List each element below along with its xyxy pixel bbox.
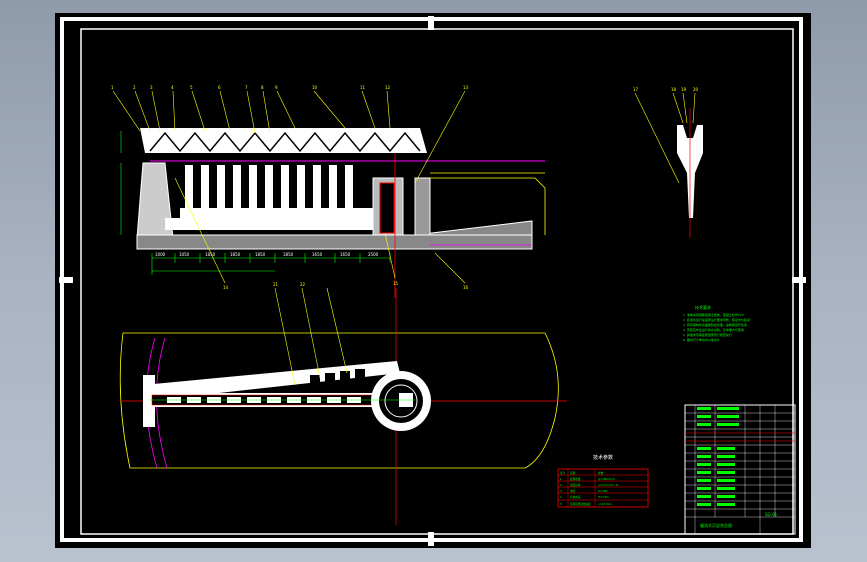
tech-req-line: 6. 图中尺寸单位均以毫米计 bbox=[683, 337, 720, 342]
dim-label: 1650 bbox=[312, 252, 323, 257]
param-cell: q=1.0m³/(m²·h) bbox=[598, 483, 618, 487]
param-table-title: 技术参数 bbox=[593, 454, 613, 461]
param-cell: 5 bbox=[560, 502, 562, 506]
param-cell: 2 bbox=[560, 483, 562, 487]
part-number: 11 bbox=[360, 85, 366, 90]
dim-label: 1850 bbox=[205, 252, 216, 257]
part-number: 17 bbox=[633, 87, 639, 92]
title-block: 辐流式沉淀池总图 SG-01 bbox=[684, 404, 796, 535]
dim-label: 1000 bbox=[155, 252, 166, 257]
param-cell: v=2m/min bbox=[598, 502, 612, 506]
part-number: 8 bbox=[261, 85, 264, 90]
part-number: 13 bbox=[463, 85, 469, 90]
tech-req-line: 3. 所有钢构件表面做防腐处理，涂刷两道环氧漆 bbox=[683, 322, 747, 327]
param-cell: 名称 bbox=[570, 471, 576, 475]
part-number: 6 bbox=[218, 85, 221, 90]
param-cell: D=18m bbox=[598, 489, 608, 493]
part-number: 4 bbox=[171, 85, 174, 90]
tech-req-line: 5. 其他未尽事宜按国家现行规范执行 bbox=[683, 332, 732, 337]
drawing-viewport[interactable]: 1000 1050 1850 1850 1850 1850 1650 1650 … bbox=[55, 13, 811, 548]
part-number: 5 bbox=[190, 85, 193, 90]
tech-req-title: 技术要求 bbox=[695, 304, 711, 310]
detail-view: 17 18 19 20 bbox=[633, 87, 703, 238]
part-number: 9 bbox=[275, 85, 278, 90]
part-number: 19 bbox=[681, 87, 687, 92]
param-cell: 表面负荷 bbox=[570, 483, 581, 487]
part-number: 2 bbox=[133, 85, 136, 90]
part-number: 1 bbox=[111, 85, 114, 90]
tech-req-line: 4. 安装完毕后进行满水试验，无渗漏方可使用 bbox=[683, 327, 744, 332]
leader-lines bbox=[112, 90, 466, 284]
tech-requirements-notes: 技术要求 1. 池体采用钢筋混凝土结构，混凝土标号C25 2. 刮泥机运行速度按… bbox=[683, 304, 750, 342]
part-number: 14 bbox=[223, 285, 229, 290]
part-number: 12 bbox=[385, 85, 391, 90]
part-number: 21 bbox=[273, 282, 279, 287]
dim-label: 1050 bbox=[179, 252, 190, 257]
parameter-table: 技术参数 序号 名称 参数 1 处理水量 Q=5000m³/d 2 表面负荷 q… bbox=[557, 454, 649, 508]
param-cell: 参数 bbox=[598, 471, 604, 475]
title-block-number: SG-01 bbox=[765, 512, 778, 517]
dim-label: 1850 bbox=[283, 252, 294, 257]
dim-label: 1850 bbox=[255, 252, 266, 257]
part-number: 20 bbox=[693, 87, 699, 92]
param-cell: 有效水深 bbox=[570, 495, 581, 499]
param-cell: 序号 bbox=[560, 471, 566, 475]
sheet-frame bbox=[59, 16, 806, 546]
part-number: 10 bbox=[312, 85, 318, 90]
part-number: 3 bbox=[150, 85, 153, 90]
param-cell: 3 bbox=[560, 489, 562, 493]
part-number: 15 bbox=[393, 281, 399, 286]
title-block-name: 辐流式沉淀池总图 bbox=[700, 522, 732, 528]
param-cell: 处理水量 bbox=[570, 477, 581, 481]
param-cell: Q=5000m³/d bbox=[598, 477, 615, 481]
plan-view: 21 22 bbox=[119, 282, 567, 525]
param-cell: 池径 bbox=[570, 489, 576, 493]
section-view: 1000 1050 1850 1850 1850 1850 1650 1650 … bbox=[120, 128, 546, 298]
part-number: 18 bbox=[671, 87, 677, 92]
dim-label: 1650 bbox=[340, 252, 351, 257]
param-cell: 4 bbox=[560, 495, 562, 499]
part-number-labels: 1 2 3 4 5 6 7 8 9 10 11 12 13 14 15 16 bbox=[111, 85, 469, 290]
tech-req-line: 1. 池体采用钢筋混凝土结构，混凝土标号C25 bbox=[683, 312, 744, 317]
param-cell: 刮泥机周边线速度 bbox=[570, 502, 591, 506]
dim-label: 2500 bbox=[368, 252, 379, 257]
param-cell: 1 bbox=[560, 477, 562, 481]
part-number: 7 bbox=[245, 85, 248, 90]
part-number: 16 bbox=[463, 285, 469, 290]
part-number: 22 bbox=[300, 282, 306, 287]
param-cell: H=3.5m bbox=[598, 495, 609, 499]
cad-drawing-sheet: 1000 1050 1850 1850 1850 1850 1650 1650 … bbox=[59, 16, 806, 546]
dim-label: 1850 bbox=[230, 252, 241, 257]
tech-req-line: 2. 刮泥机运行速度按设计要求调整，保证均匀刮泥 bbox=[683, 317, 750, 322]
